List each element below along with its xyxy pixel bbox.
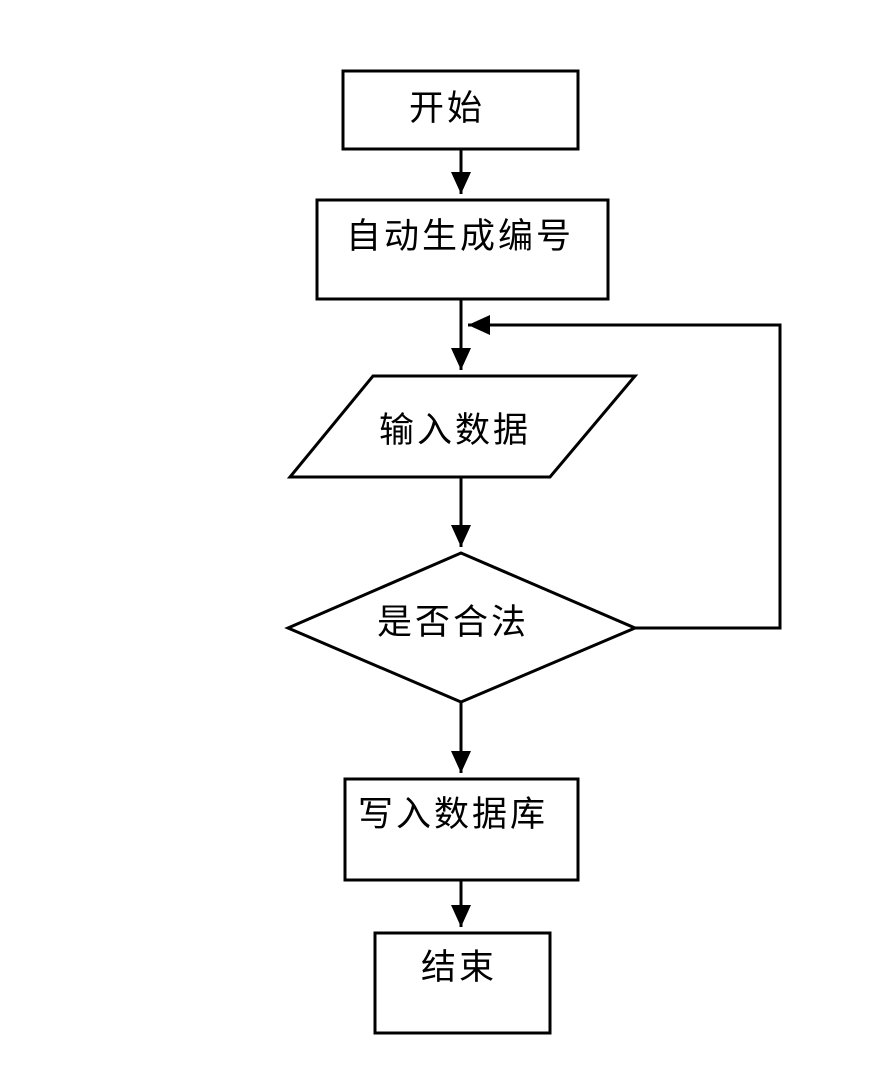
node-label-write-database: 写入数据库 [358, 795, 548, 834]
input-data-parallelogram [286, 374, 639, 479]
edge-valid-to-input-feedback-loop [468, 315, 782, 630]
is-valid-diamond [284, 551, 639, 704]
start-box [341, 69, 580, 151]
end-box [373, 931, 552, 1035]
node-start: 开始 [341, 69, 580, 151]
node-label-input-data: 输入数据 [379, 411, 531, 450]
node-generate-number: 自动生成编号 [315, 198, 610, 301]
node-write-database: 写入数据库 [343, 777, 580, 882]
node-label-end: 结束 [421, 948, 497, 987]
node-is-valid-decision: 是否合法 [284, 551, 639, 704]
node-label-start: 开始 [409, 89, 485, 128]
node-input-data: 输入数据 [286, 374, 639, 479]
generate-number-box [315, 198, 610, 301]
node-label-is-valid: 是否合法 [377, 603, 529, 642]
write-database-box [343, 777, 580, 882]
node-label-generate-number: 自动生成编号 [346, 217, 574, 256]
node-end: 结束 [373, 931, 552, 1035]
